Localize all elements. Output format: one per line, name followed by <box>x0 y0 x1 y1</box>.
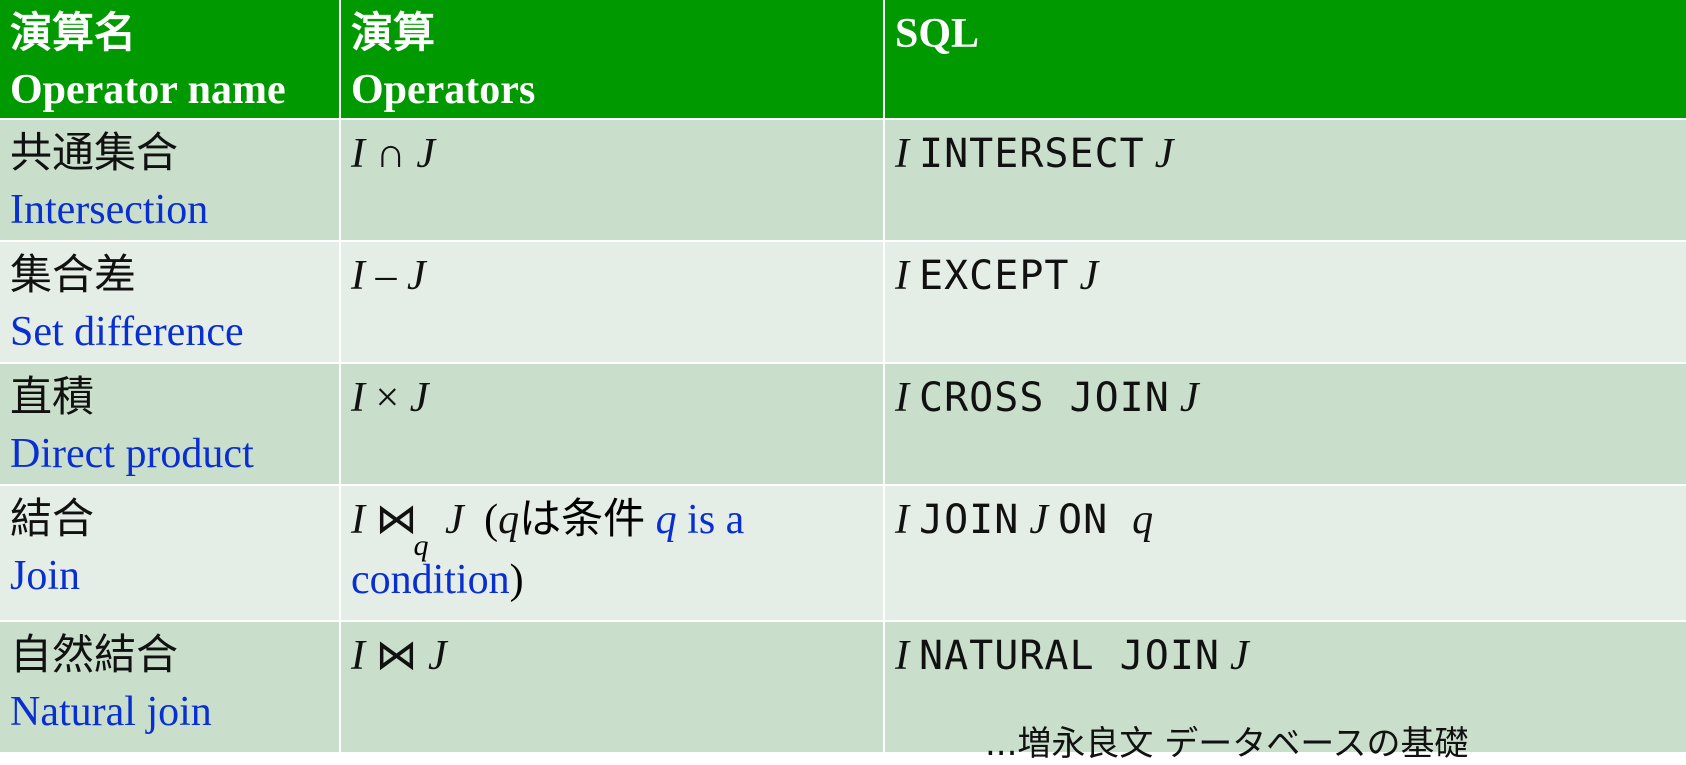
operator-symbol: ∩ <box>375 131 406 177</box>
operator-cell: I ⋈q J (qは条件 q is a condition) <box>340 485 885 622</box>
header-operator-name-en: Operator name <box>10 67 286 113</box>
sql-keyword-on: ON <box>1057 497 1109 543</box>
operator-name-ja: 集合差 <box>10 253 137 299</box>
join-condition-subscript: q <box>413 529 429 562</box>
operator-name-en: Join <box>10 553 81 599</box>
sql-keyword: INTERSECT <box>919 131 1145 177</box>
header-sql-label: SQL <box>895 11 980 57</box>
operator-name-en: Intersection <box>10 187 209 233</box>
condition-note-var: q <box>498 497 520 543</box>
sql-operand-left: I <box>895 633 909 679</box>
operator-name-cell: 自然結合 Natural join <box>0 621 341 754</box>
operand-right: J <box>445 497 464 543</box>
operator-name-en: Set difference <box>10 309 244 355</box>
operator-cell: I ∩ J <box>340 119 885 242</box>
operator-symbol: ⋈ <box>375 497 418 543</box>
header-operators-en: Operators <box>351 67 536 113</box>
sql-operand-right: J <box>1154 131 1174 177</box>
condition-note-open: ( <box>484 497 499 543</box>
header-operator-name-ja: 演算名 <box>10 11 137 57</box>
operand-left: I <box>351 131 365 177</box>
operator-name-ja: 自然結合 <box>10 633 179 679</box>
header-row: 演算名 Operator name 演算 Operators SQL <box>0 0 1686 120</box>
sql-operand-right: J <box>1229 633 1249 679</box>
operator-symbol: ⋈ <box>375 633 418 679</box>
operator-name-ja: 共通集合 <box>10 131 179 177</box>
table-row: 直積 Direct product I × J I CROSS JOIN J <box>0 363 1686 486</box>
condition-note-en: is a condition <box>351 497 745 603</box>
sql-cell: I NATURAL JOIN J <box>884 621 1686 754</box>
operand-left: I <box>351 633 365 679</box>
sql-keyword: EXCEPT <box>919 253 1070 299</box>
operator-name-cell: 直積 Direct product <box>0 363 341 486</box>
operator-cell: I × J <box>340 363 885 486</box>
condition-note-var-en: q <box>655 497 677 543</box>
sql-cell: I JOIN J ON q <box>884 485 1686 622</box>
header-operators: 演算 Operators <box>340 0 885 120</box>
sql-operand-left: I <box>895 253 909 299</box>
header-operators-ja: 演算 <box>351 11 436 57</box>
sql-cell: I INTERSECT J <box>884 119 1686 242</box>
sql-cell: I CROSS JOIN J <box>884 363 1686 486</box>
operand-right: J <box>416 131 435 177</box>
sql-keyword: CROSS JOIN <box>919 375 1170 421</box>
condition-note-close: ) <box>509 557 524 603</box>
sql-keyword: JOIN <box>919 497 1020 543</box>
sql-operand-left: I <box>895 131 909 177</box>
operator-name-en: Direct product <box>10 431 254 477</box>
operator-cell: I – J <box>340 241 885 364</box>
operand-left: I <box>351 253 365 299</box>
sql-operand-right: J <box>1179 375 1199 421</box>
operator-symbol: – <box>375 253 397 299</box>
table-row: 集合差 Set difference I – J I EXCEPT J <box>0 241 1686 364</box>
sql-operand-right: q <box>1132 497 1154 543</box>
operator-name-en: Natural join <box>10 689 212 735</box>
operand-right: J <box>409 375 429 421</box>
condition-note-ja: は条件 <box>519 497 646 543</box>
sql-operand-left: I <box>895 375 909 421</box>
operator-name-ja: 直積 <box>10 375 95 421</box>
operator-symbol: × <box>375 375 400 421</box>
operator-name-cell: 共通集合 Intersection <box>0 119 341 242</box>
sql-operand-left: I <box>895 497 909 543</box>
sql-operand-middle: J <box>1029 497 1048 543</box>
operand-left: I <box>351 497 365 543</box>
operator-name-ja: 結合 <box>10 497 95 543</box>
operator-cell: I ⋈ J <box>340 621 885 754</box>
operand-right: J <box>407 253 426 299</box>
operator-name-cell: 結合 Join <box>0 485 341 622</box>
header-operator-name: 演算名 Operator name <box>0 0 341 120</box>
sql-operand-right: J <box>1079 253 1099 299</box>
operand-right: J <box>428 633 447 679</box>
table-row: 結合 Join I ⋈q J (qは条件 q is a condition) I… <box>0 485 1686 622</box>
table-row: 自然結合 Natural join I ⋈ J I NATURAL JOIN J <box>0 621 1686 754</box>
operand-left: I <box>351 375 365 421</box>
sql-keyword: NATURAL JOIN <box>919 633 1220 679</box>
source-citation: ...増永良文 データベースの基礎 <box>985 724 1469 764</box>
operator-name-cell: 集合差 Set difference <box>0 241 341 364</box>
header-sql: SQL <box>884 0 1686 120</box>
table-row: 共通集合 Intersection I ∩ J I INTERSECT J <box>0 119 1686 242</box>
sql-cell: I EXCEPT J <box>884 241 1686 364</box>
